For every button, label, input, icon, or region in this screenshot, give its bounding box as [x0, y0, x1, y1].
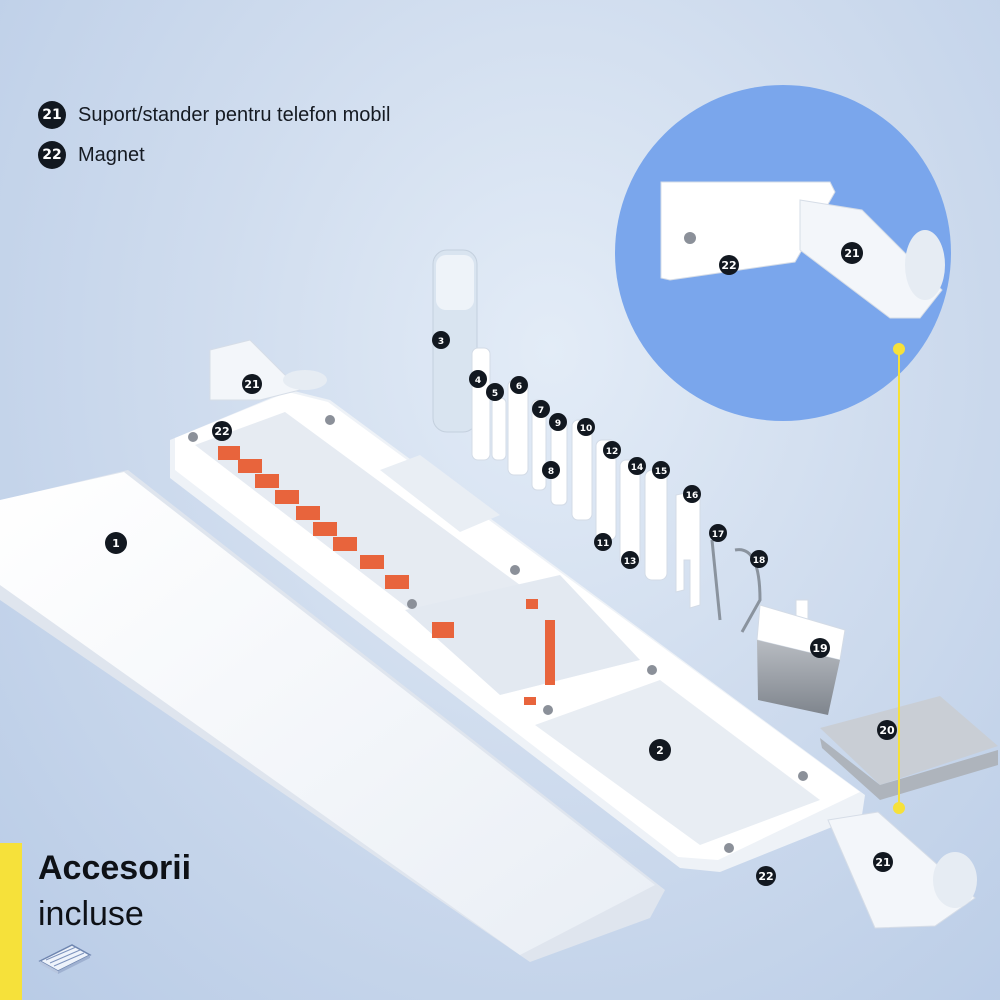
svg-text:1: 1 — [112, 537, 120, 550]
callout-badges: 1 2 3 4 5 6 7 8 9 10 11 12 13 14 15 16 1… — [105, 242, 897, 886]
callout-11: 11 — [594, 533, 612, 551]
callout-16: 16 — [683, 485, 701, 503]
tray-magnets — [188, 415, 808, 853]
svg-text:22: 22 — [214, 425, 229, 438]
svg-text:14: 14 — [631, 463, 644, 473]
callout-10: 10 — [577, 418, 595, 436]
svg-text:21: 21 — [844, 247, 859, 260]
callout-14: 14 — [628, 457, 646, 475]
callout-17: 17 — [709, 524, 727, 542]
svg-text:15: 15 — [655, 467, 668, 477]
caption-subtitle: incluse — [38, 895, 144, 933]
callout-13: 13 — [621, 551, 639, 569]
callout-22-zoom: 22 — [719, 255, 739, 275]
callout-22-left: 22 — [212, 421, 232, 441]
storage-tray — [170, 390, 865, 872]
callout-15: 15 — [652, 461, 670, 479]
svg-text:20: 20 — [879, 724, 895, 737]
callout-21-zoom: 21 — [841, 242, 863, 264]
callout-3: 3 — [432, 331, 450, 349]
svg-text:8: 8 — [548, 467, 554, 477]
legend: 21 Suport/stander pentru telefon mobil 2… — [38, 100, 390, 180]
keyboard-icon — [38, 944, 92, 974]
svg-text:2: 2 — [656, 744, 664, 757]
svg-text:9: 9 — [555, 419, 561, 429]
cleaning-cloth — [820, 696, 998, 800]
callout-21-right: 21 — [873, 852, 893, 872]
phone-stand-left — [209, 339, 327, 401]
callout-22-right: 22 — [756, 866, 776, 886]
callout-1: 1 — [105, 532, 127, 554]
legend-label: Magnet — [78, 143, 145, 166]
svg-text:16: 16 — [686, 491, 699, 501]
phone-stand-right — [827, 811, 977, 929]
callout-12: 12 — [603, 441, 621, 459]
accent-bar — [0, 843, 22, 1000]
callout-18: 18 — [750, 550, 768, 568]
svg-text:12: 12 — [606, 447, 619, 457]
svg-text:22: 22 — [721, 259, 736, 272]
orange-tool-slots — [218, 446, 555, 705]
legend-item-22: 22 Magnet — [38, 140, 390, 170]
callout-20: 20 — [877, 720, 897, 740]
svg-text:7: 7 — [538, 406, 544, 416]
keyboard-brush — [756, 599, 846, 715]
callout-19: 19 — [810, 638, 830, 658]
svg-text:21: 21 — [244, 378, 259, 391]
svg-text:17: 17 — [712, 530, 725, 540]
leader-line — [893, 343, 905, 814]
legend-badge: 22 — [38, 141, 66, 169]
spray-bottle — [432, 249, 478, 433]
legend-item-21: 21 Suport/stander pentru telefon mobil — [38, 100, 390, 130]
callout-9: 9 — [549, 413, 567, 431]
svg-text:3: 3 — [438, 337, 444, 347]
callout-2: 2 — [649, 739, 671, 761]
svg-text:4: 4 — [475, 376, 481, 386]
detail-zoom-circle — [615, 85, 951, 421]
svg-text:5: 5 — [492, 389, 498, 399]
callout-8: 8 — [542, 461, 560, 479]
callout-5: 5 — [486, 383, 504, 401]
legend-badge: 21 — [38, 101, 66, 129]
caption-title: Accesorii — [38, 849, 192, 887]
legend-label: Suport/stander pentru telefon mobil — [78, 103, 391, 126]
svg-text:13: 13 — [624, 557, 637, 567]
cleaning-tools — [471, 347, 701, 609]
callout-21-left: 21 — [242, 374, 262, 394]
svg-text:22: 22 — [758, 870, 773, 883]
svg-text:10: 10 — [580, 424, 593, 434]
lid-panel — [0, 470, 665, 962]
svg-text:21: 21 — [875, 856, 890, 869]
callout-4: 4 — [469, 370, 487, 388]
callout-7: 7 — [532, 400, 550, 418]
svg-text:19: 19 — [812, 642, 827, 655]
callout-6: 6 — [510, 376, 528, 394]
svg-text:6: 6 — [516, 382, 522, 392]
svg-text:18: 18 — [753, 556, 766, 566]
svg-text:11: 11 — [597, 539, 610, 549]
